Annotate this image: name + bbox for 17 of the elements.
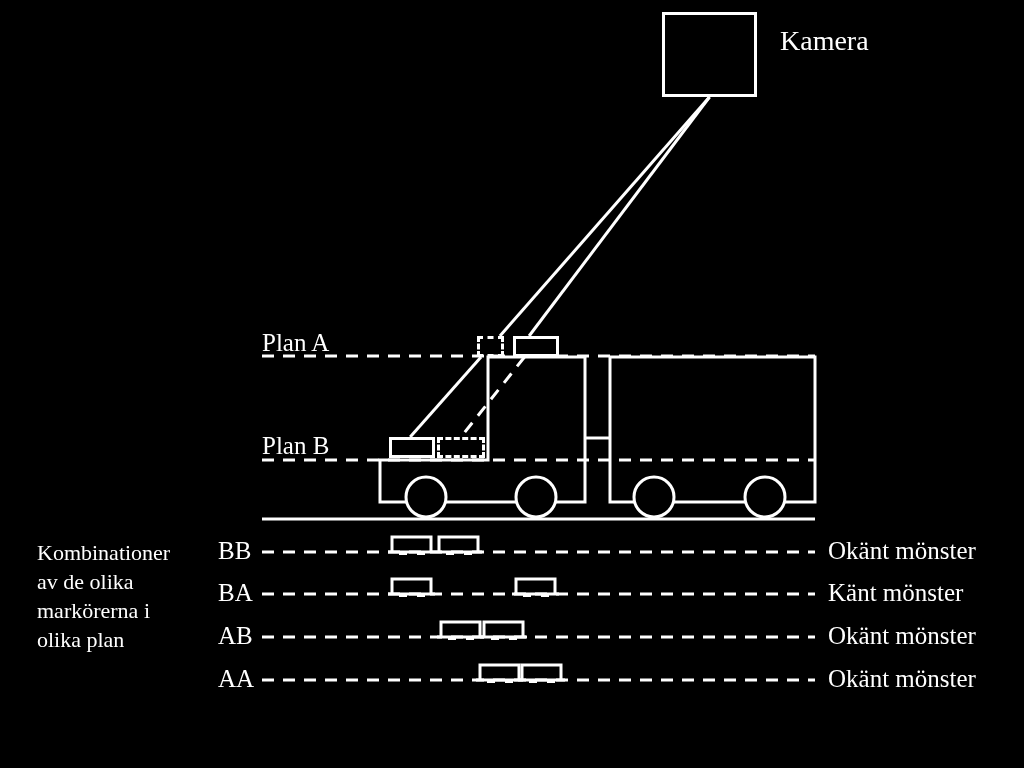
combination-label: BA xyxy=(218,580,253,605)
result-label: Okänt mönster xyxy=(828,666,976,691)
combination-label: BB xyxy=(218,538,252,563)
projected-marker-box xyxy=(437,437,485,458)
plane-label: Plan A xyxy=(262,330,330,355)
result-label: Känt mönster xyxy=(828,580,964,605)
combination-label: AB xyxy=(218,623,253,648)
combination-label: AA xyxy=(218,666,255,691)
result-label: Okänt mönster xyxy=(828,623,976,648)
note-text: Kombinationer av de olika markörerna i olika plan xyxy=(37,539,172,654)
marker-box xyxy=(513,336,559,357)
projected-marker-box xyxy=(477,336,504,357)
node-label: Kamera xyxy=(780,27,869,55)
plane-label: Plan B xyxy=(262,433,330,458)
sight-line xyxy=(409,356,483,438)
result-label: Okänt mönster xyxy=(828,538,976,563)
marker-box xyxy=(389,437,435,458)
